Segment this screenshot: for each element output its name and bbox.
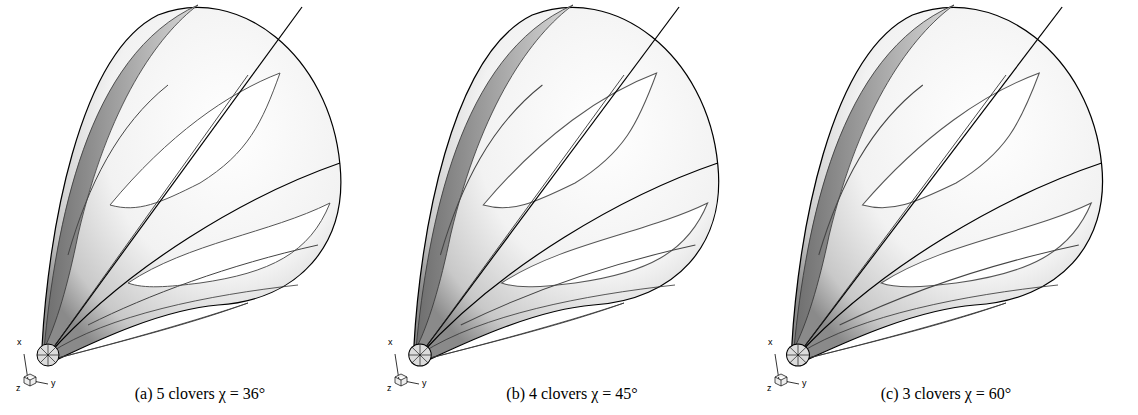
axis-label: x: [17, 338, 22, 348]
axis-label: x: [768, 338, 773, 348]
axis-label: y: [802, 379, 807, 389]
panel-caption: (a) 5 clovers χ = 36°: [135, 385, 265, 403]
panel-caption: (b) 4 clovers χ = 45°: [506, 385, 637, 403]
axis-label: y: [51, 379, 56, 389]
panel-caption: (c) 3 clovers χ = 60°: [881, 385, 1011, 403]
axis-label: z: [16, 384, 21, 394]
axis-label: y: [422, 379, 427, 389]
axis-label: z: [767, 384, 772, 394]
axis-label: z: [387, 384, 392, 394]
axis-label: x: [388, 338, 393, 348]
